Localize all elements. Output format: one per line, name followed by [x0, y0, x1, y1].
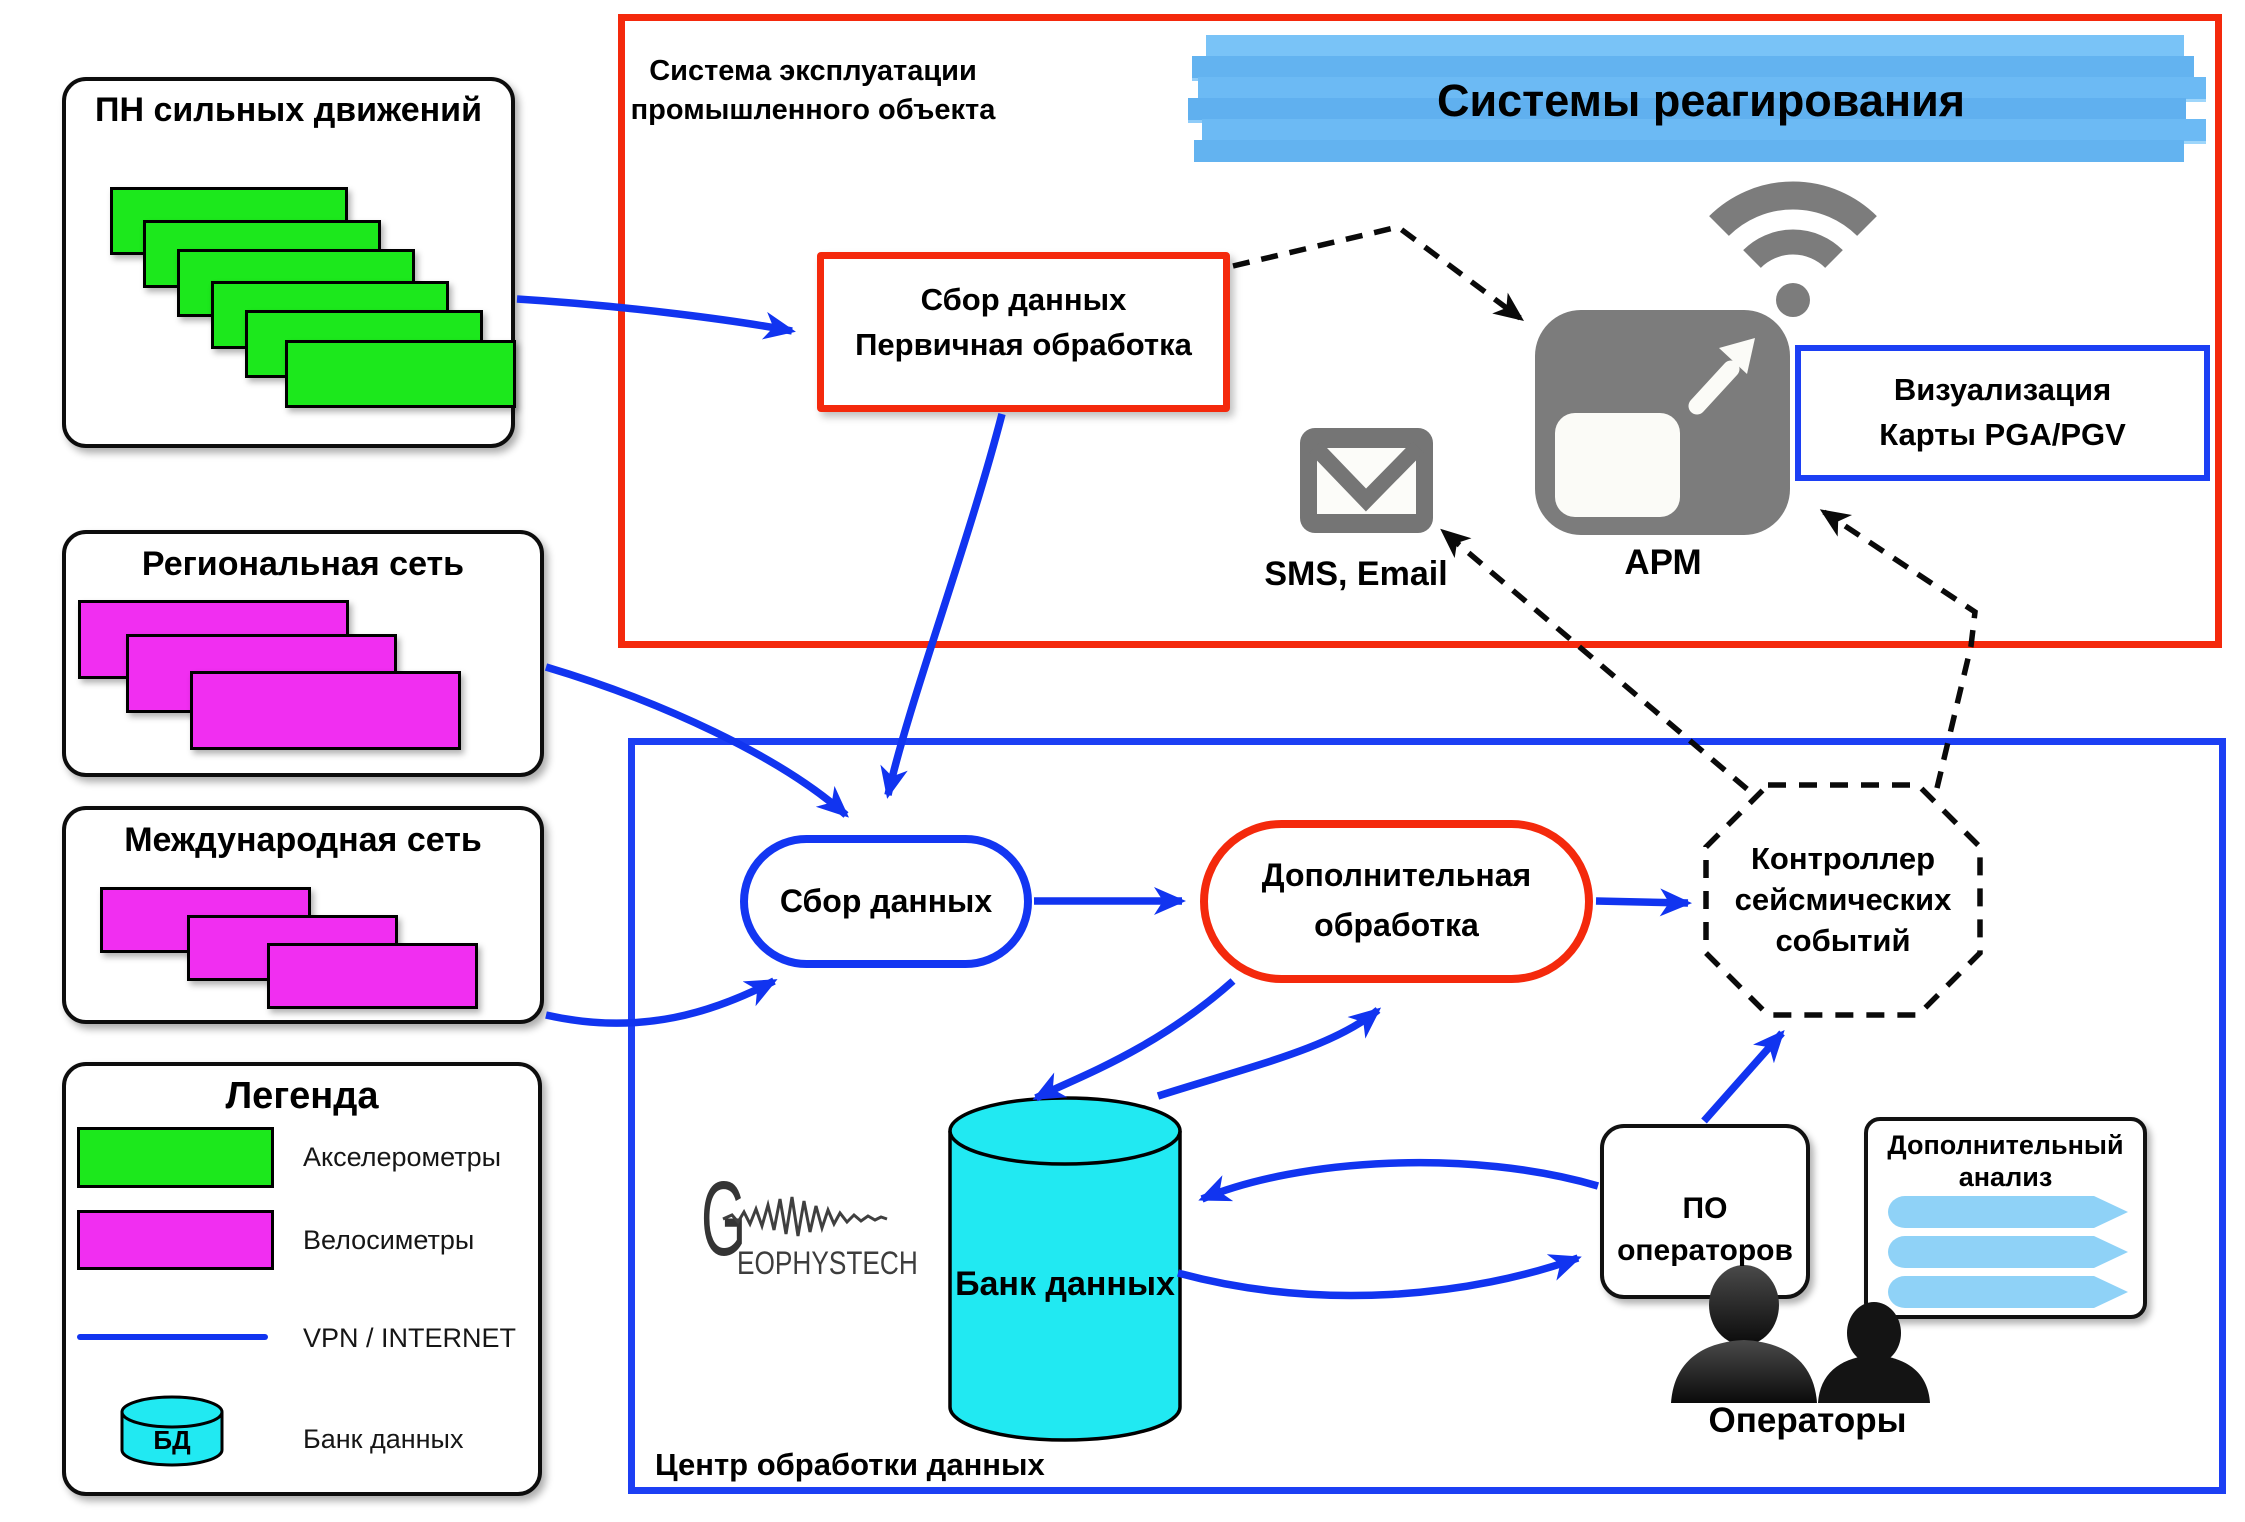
international-title: Международная сеть [124, 821, 482, 859]
legend-velocimeter-label: Велосиметры [303, 1225, 475, 1255]
response-systems-banner-label: Системы реагирования [1436, 75, 1965, 126]
additional-analysis-label: Дополнительный анализ [1864, 1130, 2147, 1194]
velocimeter-rect [190, 671, 461, 750]
additional-processing-label: Дополнительная обработка [1200, 851, 1593, 950]
legend-velocimeter-swatch [77, 1210, 274, 1270]
banner-stripe [1194, 140, 2184, 162]
operators-label: Операторы [1708, 1401, 1907, 1440]
additional-processing-node [1200, 820, 1593, 983]
visualization-box [1795, 345, 2210, 481]
banner-stripe [1206, 35, 2184, 60]
legend-db-label: БД [153, 1425, 191, 1455]
primary-collect-box [817, 252, 1230, 412]
legend-vpn-line [77, 1334, 268, 1340]
geophystech-logo: G EOPHYSTECH [695, 1160, 918, 1290]
industrial-system-title-line1: Система эксплуатации [649, 55, 977, 87]
operators-software-line1: ПО [1682, 1192, 1728, 1225]
logo-wordmark: EOPHYSTECH [737, 1245, 918, 1281]
databank-label: Банк данных [955, 1265, 1175, 1303]
legend-accelerometer-swatch [77, 1127, 274, 1188]
primary-collect-label: Сбор данных Первичная обработка [817, 278, 1230, 368]
legend-title: Легенда [225, 1075, 379, 1117]
industrial-system-title: Система эксплуатации промышленного объек… [618, 52, 1008, 130]
data-center-frame [628, 738, 2226, 1494]
additional-analysis-line2: анализ [1958, 1161, 2053, 1192]
primary-collect-line2: Первичная обработка [855, 326, 1192, 362]
additional-processing-line1: Дополнительная [1261, 857, 1532, 893]
strong-motion-title: ПН сильных движений [95, 91, 482, 129]
seismic-controller-line3: событий [1775, 922, 1911, 958]
primary-collect-line1: Сбор данных [920, 282, 1127, 317]
response-systems-banner [1188, 35, 2206, 163]
regional-title: Региональная сеть [141, 545, 465, 583]
seismic-controller-line1: Контроллер [1750, 841, 1936, 876]
data-center-label: Центр обработки данных [655, 1447, 1045, 1482]
visualization-label: Визуализация Карты PGA/PGV [1795, 368, 2210, 458]
velocimeter-rect [267, 943, 478, 1009]
legend-accelerometer-label: Акселерометры [303, 1142, 502, 1172]
operators-software-label: ПО операторов [1600, 1188, 1810, 1272]
legend-vpn-label: VPN / INTERNET [303, 1323, 517, 1353]
additional-analysis-line1: Дополнительный [1887, 1130, 2124, 1160]
industrial-system-title-line2: промышленного объекта [630, 94, 996, 127]
visualization-line2: Карты PGA/PGV [1879, 416, 2126, 452]
legend-databank-label: Банк данных [303, 1424, 464, 1454]
arm-label: АРМ [1624, 543, 1702, 582]
operators-software-line2: операторов [1617, 1234, 1793, 1267]
collect-data-label: Сбор данных [779, 883, 993, 919]
seismic-controller-label: Контроллер сейсмических событий [1706, 839, 1980, 962]
visualization-line1: Визуализация [1893, 372, 2112, 407]
sms-email-label: SMS, Email [1264, 555, 1448, 593]
collect-data-node [740, 835, 1032, 968]
additional-processing-line2: обработка [1314, 906, 1479, 943]
accelerometer-rect [285, 340, 516, 408]
seismic-controller-line2: сейсмических [1734, 881, 1952, 917]
